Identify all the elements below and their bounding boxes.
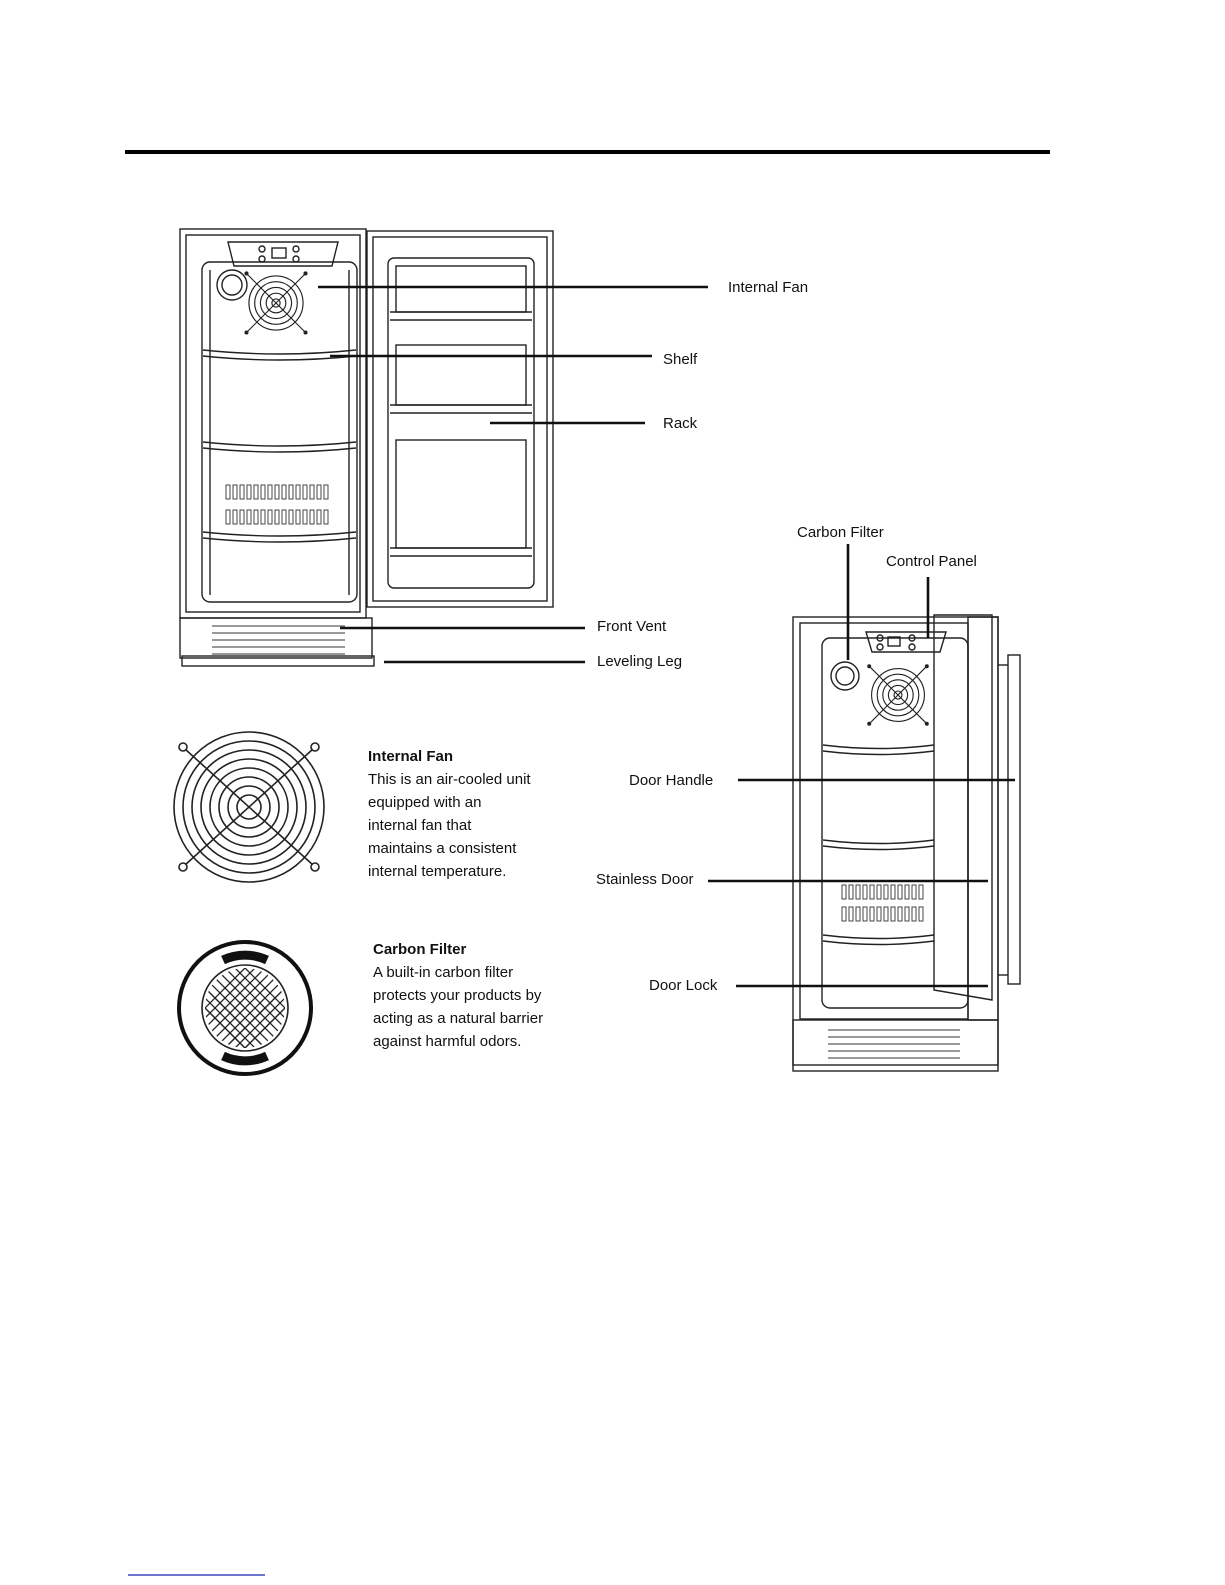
- internal-fan-info-line: equipped with an: [368, 794, 482, 811]
- leader-lines: [318, 285, 1015, 988]
- rear-vent-slots-1: [225, 484, 329, 525]
- carbon-filter-info-line: acting as a natural barrier: [373, 1010, 544, 1027]
- fan-grille-detail-icon: [173, 731, 325, 883]
- carbon-filter-info-title: Carbon Filter: [373, 941, 467, 958]
- internal-fan-info-line: maintains a consistent: [368, 840, 517, 857]
- front-vent-grille-2: [828, 1029, 960, 1059]
- label-stainless-door: Stainless Door: [596, 871, 694, 888]
- internal-fan-info-line: internal temperature.: [368, 863, 507, 880]
- label-internal-fan: Internal Fan: [728, 279, 809, 296]
- internal-fan-info-title: Internal Fan: [368, 748, 454, 765]
- label-control-panel: Control Panel: [886, 553, 977, 570]
- label-shelf: Shelf: [663, 351, 698, 368]
- front-vent-grille-1: [212, 625, 345, 655]
- carbon-filter-info: Carbon Filter A built-in carbon filter p…: [373, 938, 543, 1053]
- label-rack: Rack: [663, 415, 698, 432]
- carbon-filter-info-line: A built-in carbon filter: [373, 964, 514, 981]
- rear-vent-slots-2: [841, 884, 924, 922]
- internal-fan-info-line: This is an air-cooled unit: [368, 771, 531, 788]
- internal-fan-info: Internal Fan This is an air-cooled unit …: [368, 745, 531, 883]
- internal-fan-info-line: internal fan that: [368, 817, 472, 834]
- carbon-filter-info-line: against harmful odors.: [373, 1033, 522, 1050]
- carbon-filter-detail-icon: [177, 940, 313, 1076]
- door-panel-open: [366, 230, 554, 608]
- label-door-lock: Door Lock: [649, 977, 718, 994]
- fridge-side-closed: [792, 614, 1021, 1072]
- label-carbon-filter: Carbon Filter: [797, 524, 884, 541]
- label-leveling-leg: Leveling Leg: [597, 653, 683, 670]
- carbon-filter-info-line: protects your products by: [373, 987, 542, 1004]
- fridge-front-open: [179, 228, 375, 667]
- label-door-handle: Door Handle: [629, 772, 714, 789]
- label-front-vent: Front Vent: [597, 618, 667, 635]
